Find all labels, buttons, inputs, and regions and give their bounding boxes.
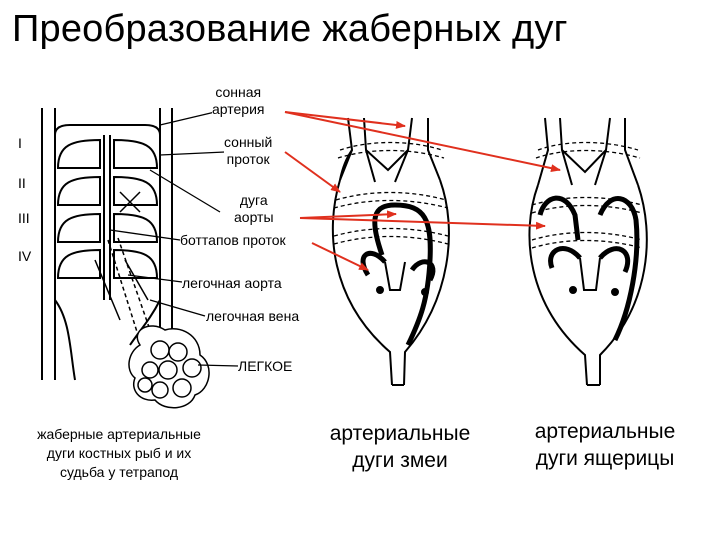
label-carotid-artery-line2: артерия bbox=[212, 101, 265, 117]
label-aortic-arch-line2: аорты bbox=[234, 209, 274, 225]
label-pulmonary-vein: легочная вена bbox=[206, 308, 300, 325]
caption-lizard-line1: артериальные bbox=[534, 420, 676, 443]
lizard-arches-illustration bbox=[528, 117, 648, 386]
label-botallo-duct: боттапов проток bbox=[180, 232, 286, 249]
arch-numeral-2: II bbox=[18, 175, 26, 191]
lung-illustration bbox=[128, 325, 210, 409]
gill-arches-left-column bbox=[56, 138, 101, 279]
caption-fish-arches: жаберные артериальные дуги костных рыб и… bbox=[4, 425, 234, 482]
label-carotid-duct-line1: сонный bbox=[224, 134, 273, 150]
red-arrows bbox=[284, 111, 561, 271]
arch-numeral-4: IV bbox=[18, 248, 32, 264]
caption-fish-line1: жаберные артериальные bbox=[37, 426, 201, 442]
snake-arches-illustration bbox=[331, 117, 450, 386]
caption-snake-line1: артериальные bbox=[329, 422, 471, 445]
label-carotid-artery-line1: сонная bbox=[215, 84, 262, 100]
caption-lizard-line2: дуги ящерицы bbox=[535, 447, 675, 470]
label-carotid-artery: сонная артерия bbox=[212, 84, 265, 118]
label-carotid-duct-line2: проток bbox=[226, 151, 270, 167]
label-aortic-arch-line1: дуга bbox=[239, 192, 268, 208]
arch-numeral-1: I bbox=[18, 135, 22, 151]
gill-arch-scheme bbox=[41, 108, 173, 381]
label-lung: ЛЕГКОЕ bbox=[238, 358, 293, 375]
gill-arches-right-column bbox=[113, 138, 159, 279]
label-carotid-duct: сонный проток bbox=[224, 134, 273, 168]
arch-numeral-3: III bbox=[18, 210, 30, 226]
caption-snake-arches: артериальные дуги змеи bbox=[310, 420, 490, 474]
caption-fish-line2: дуги костных рыб и их bbox=[46, 445, 192, 461]
leader-lines bbox=[109, 111, 239, 367]
caption-snake-line2: дуги змеи bbox=[352, 449, 448, 472]
caption-lizard-arches: артериальные дуги ящерицы bbox=[510, 418, 700, 472]
label-aortic-arch: дуга аорты bbox=[234, 192, 274, 226]
caption-fish-line3: судьба у тетрапод bbox=[59, 464, 179, 480]
label-pulmonary-aorta: легочная аорта bbox=[182, 275, 282, 292]
page-title: Преобразование жаберных дуг bbox=[12, 8, 568, 50]
